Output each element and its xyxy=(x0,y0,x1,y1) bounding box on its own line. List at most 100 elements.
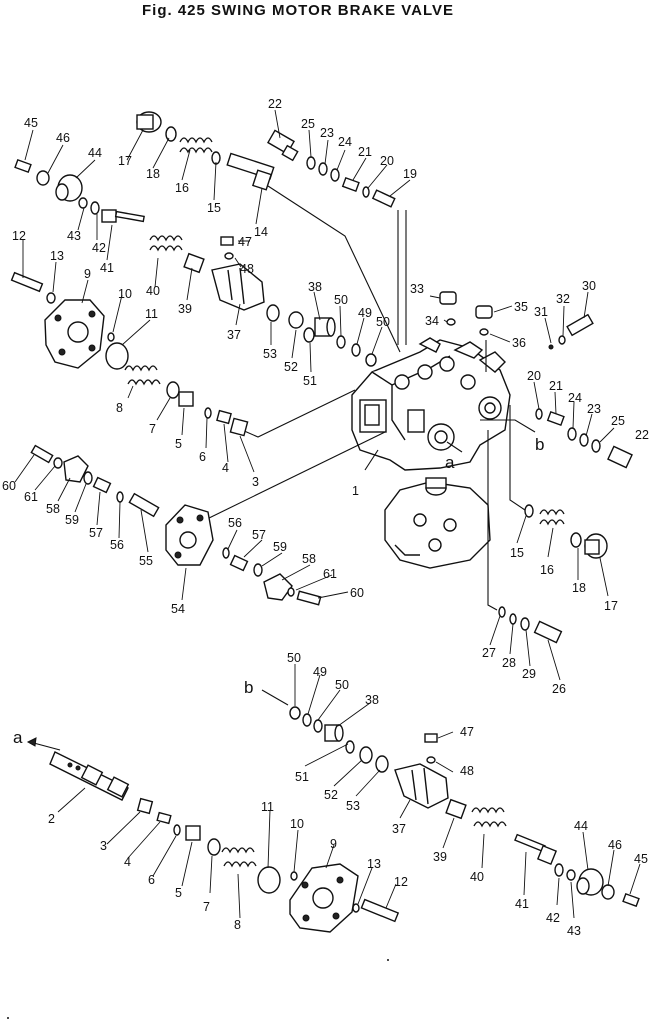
ring-56 xyxy=(116,491,124,503)
callout: 60 xyxy=(2,479,16,493)
speck xyxy=(387,959,389,961)
ring-43 xyxy=(78,197,88,209)
plug-19 xyxy=(371,189,396,208)
callout: 50 xyxy=(287,651,301,665)
ring-6 xyxy=(204,407,212,419)
ring-27 xyxy=(498,606,506,618)
callout: 32 xyxy=(556,292,570,306)
callout: 41 xyxy=(515,897,529,911)
fitting-22 xyxy=(267,129,299,162)
callout: 34 xyxy=(425,314,439,328)
piston-37-lower xyxy=(394,763,449,809)
callout: 9 xyxy=(330,837,337,851)
ring-20 xyxy=(362,186,370,198)
spring-57 xyxy=(92,476,112,494)
plate-58b xyxy=(263,573,293,601)
callout: 9 xyxy=(84,267,91,281)
fitting-22b xyxy=(607,445,633,469)
callout: 59 xyxy=(65,513,79,527)
callout: 61 xyxy=(24,490,38,504)
callout: 46 xyxy=(56,131,70,145)
motor-housing xyxy=(384,477,491,569)
washer-46-lower xyxy=(601,884,615,900)
oring-23 xyxy=(318,162,328,176)
callout: 35 xyxy=(514,300,528,314)
oring-59b xyxy=(253,563,263,577)
callout: 53 xyxy=(263,347,277,361)
callout: 60 xyxy=(350,586,364,600)
callout-numbers: 45 46 44 17 18 16 15 14 22 25 23 24 21 2… xyxy=(2,97,649,938)
oring-11-lower xyxy=(257,866,281,894)
bolt-12-lower xyxy=(360,898,400,923)
callout: 26 xyxy=(552,682,566,696)
cover-9 xyxy=(44,299,105,369)
oring-25 xyxy=(306,156,316,170)
ring-42 xyxy=(90,201,100,215)
washer-24b xyxy=(567,427,577,441)
spring-4 xyxy=(216,409,232,425)
callout: 37 xyxy=(227,328,241,342)
callout: 27 xyxy=(482,646,496,660)
oring-48-lower xyxy=(426,756,436,764)
ring-6-lower xyxy=(173,824,181,836)
callout: 8 xyxy=(116,401,123,415)
ring-49-lower xyxy=(302,713,312,727)
callout: 15 xyxy=(207,201,221,215)
callout: 5 xyxy=(175,886,182,900)
oring-53-lower xyxy=(375,755,389,773)
oring-11 xyxy=(105,342,129,370)
callout: 18 xyxy=(146,167,160,181)
ring-50a xyxy=(336,335,346,349)
callout: 2 xyxy=(48,812,55,826)
oring-23b xyxy=(579,433,589,447)
callout: 10 xyxy=(118,287,132,301)
ring-50-lower-b xyxy=(313,719,323,733)
callout: 46 xyxy=(608,838,622,852)
callout: 45 xyxy=(24,116,38,130)
cap-44 xyxy=(55,174,83,202)
piston-55 xyxy=(128,492,160,518)
callout: 48 xyxy=(240,262,254,276)
plug-33 xyxy=(439,291,457,305)
callout: 19 xyxy=(403,167,417,181)
callout: 51 xyxy=(303,374,317,388)
bolt-60b xyxy=(296,590,322,606)
callout: 52 xyxy=(324,788,338,802)
callout: 39 xyxy=(433,850,447,864)
callout: 13 xyxy=(50,249,64,263)
callout: 51 xyxy=(295,770,309,784)
callout: 22 xyxy=(268,97,282,111)
spool-14 xyxy=(226,152,275,191)
plug-38-lower xyxy=(324,724,344,742)
ring-32 xyxy=(558,335,566,345)
ring-52 xyxy=(288,311,304,329)
callout: 56 xyxy=(228,516,242,530)
ring-42-lower xyxy=(554,863,564,877)
fitting-26 xyxy=(533,620,563,644)
washer-13-lower xyxy=(352,903,360,913)
callout: 4 xyxy=(222,461,229,475)
callout: 14 xyxy=(254,225,268,239)
rod-41 xyxy=(101,209,145,223)
callout: 61 xyxy=(323,567,337,581)
callout: 44 xyxy=(88,146,102,160)
spring-21 xyxy=(341,176,360,192)
marker-b: b xyxy=(535,435,544,454)
callout: 54 xyxy=(171,602,185,616)
ring-28 xyxy=(509,613,517,625)
callout: 20 xyxy=(380,154,394,168)
callout: 43 xyxy=(67,229,81,243)
callout: 12 xyxy=(394,875,408,889)
piston-37 xyxy=(211,263,265,311)
callout: 23 xyxy=(587,402,601,416)
callout: 31 xyxy=(534,305,548,319)
callout: 25 xyxy=(611,414,625,428)
ring-56b xyxy=(222,547,230,559)
spring-57b xyxy=(229,554,249,572)
callout: 28 xyxy=(502,656,516,670)
callout: 49 xyxy=(313,665,327,679)
cap-17 xyxy=(136,111,162,133)
spring-4-lower xyxy=(156,811,172,825)
oring-18b xyxy=(570,532,582,548)
callout: 13 xyxy=(367,857,381,871)
